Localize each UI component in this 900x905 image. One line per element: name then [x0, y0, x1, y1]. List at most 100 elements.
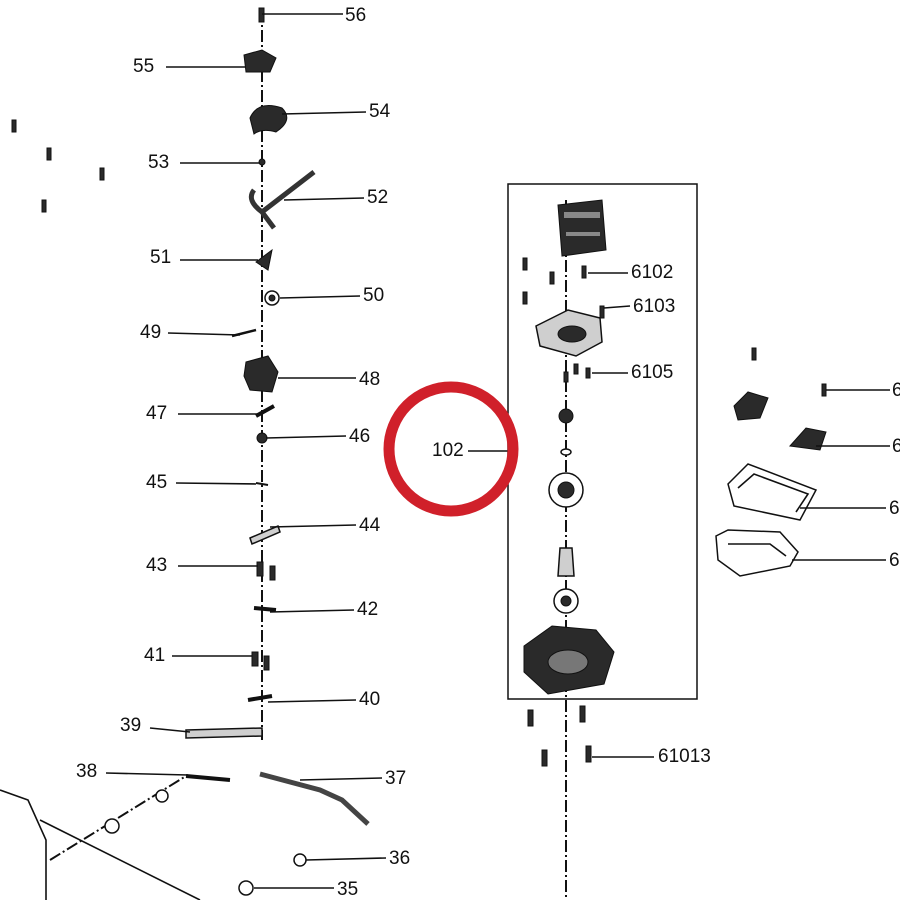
leader-44 — [269, 524, 357, 528]
label-right-1: 6 — [892, 380, 900, 401]
part-bearing-1 — [558, 408, 574, 424]
right-leader-lines — [792, 389, 890, 561]
box-leader-lines — [468, 272, 654, 758]
part-motor — [557, 199, 607, 257]
part-screw-6105-b — [585, 367, 591, 379]
part-screw-41a — [251, 651, 259, 667]
label-44: 44 — [359, 515, 381, 536]
label-40: 40 — [359, 689, 380, 710]
part-screw-6102 — [581, 265, 587, 279]
right-edge-labels: 6 6 6 6 — [889, 380, 900, 571]
label-36: 36 — [389, 848, 410, 869]
part-rod-52 — [248, 170, 316, 230]
part-tray-inner — [737, 473, 810, 513]
label-42: 42 — [357, 599, 378, 620]
part-screw-below-1 — [527, 709, 534, 727]
label-6102: 6102 — [631, 262, 673, 283]
label-47: 47 — [146, 403, 167, 424]
label-right-4: 6 — [889, 550, 900, 571]
part-guard — [715, 529, 799, 577]
label-37: 37 — [385, 768, 406, 789]
part-washer-lower-1 — [104, 818, 120, 834]
part-ball-46 — [256, 432, 268, 444]
part-bracket-55 — [243, 49, 277, 73]
part-rod-39 — [185, 727, 263, 739]
part-washer-lower-2 — [155, 789, 169, 803]
label-41: 41 — [144, 645, 165, 666]
leader-38 — [105, 772, 189, 776]
label-54: 54 — [369, 101, 391, 122]
part-screw-below-2 — [579, 705, 586, 723]
part-screw-right-1 — [751, 347, 757, 361]
part-motor-band — [564, 212, 600, 218]
part-ring — [560, 448, 572, 456]
part-clip-54 — [249, 105, 288, 135]
label-35: 35 — [337, 879, 358, 900]
label-49: 49 — [140, 322, 161, 343]
part-screw-stray-1 — [11, 119, 17, 133]
label-52: 52 — [367, 187, 388, 208]
leader-37 — [299, 777, 383, 781]
highlight-circle — [383, 381, 519, 517]
motor-assembly-box — [507, 183, 698, 900]
box-part-labels: 102 6102 6103 6105 61013 — [432, 262, 711, 767]
part-pin-47 — [255, 404, 275, 418]
part-clip-right-2 — [789, 427, 827, 451]
part-motor-band-2 — [566, 232, 600, 236]
label-56: 56 — [345, 5, 366, 26]
frame-edge-lower-left — [0, 789, 47, 900]
label-39: 39 — [120, 715, 141, 736]
frame-edge-lower-left-2 — [39, 819, 201, 901]
leader-46 — [265, 435, 347, 439]
label-38: 38 — [76, 761, 97, 782]
part-screw-stray-3 — [99, 167, 105, 181]
part-housing-48 — [243, 355, 279, 393]
part-screw-box-3 — [522, 291, 528, 305]
part-clip-51 — [255, 248, 273, 271]
label-53: 53 — [148, 152, 169, 173]
part-pin-45 — [255, 482, 269, 486]
lower-left-axis — [49, 775, 187, 861]
part-screw-6103 — [599, 305, 605, 319]
lower-screws — [527, 705, 592, 767]
part-upper-housing-bore — [557, 325, 587, 343]
leader-52 — [283, 197, 365, 201]
label-right-2: 6 — [892, 436, 900, 457]
part-washer-36 — [293, 853, 307, 867]
part-screw-43b — [269, 565, 276, 581]
part-screw-right-2 — [821, 383, 827, 397]
label-48: 48 — [359, 369, 380, 390]
left-assembly — [0, 7, 370, 901]
left-leader-lines — [105, 13, 387, 889]
part-pin-42 — [253, 606, 277, 612]
label-right-3: 6 — [889, 498, 900, 519]
label-6105: 6105 — [631, 362, 673, 383]
leader-49 — [167, 332, 241, 336]
label-43: 43 — [146, 555, 167, 576]
leader-40 — [267, 699, 357, 703]
part-guard-inner — [728, 543, 787, 557]
part-screw-box-1 — [522, 257, 528, 271]
label-102: 102 — [432, 440, 464, 461]
part-rod-37 — [259, 771, 370, 826]
label-45: 45 — [146, 472, 167, 493]
part-clip-right-1 — [733, 391, 769, 421]
part-gear-hub — [557, 481, 575, 499]
part-spring-38 — [185, 774, 231, 782]
part-screw-stray-2 — [46, 147, 52, 161]
part-screw-41b — [263, 655, 270, 671]
leader-42 — [269, 609, 355, 613]
part-screw-6105-a — [573, 363, 579, 375]
part-pinion-shaft — [557, 547, 575, 577]
part-screw-6105-c — [563, 371, 569, 383]
part-screw-56 — [258, 7, 265, 23]
label-6103: 6103 — [633, 296, 675, 317]
leader-39 — [149, 727, 191, 733]
part-lower-housing-bore — [547, 649, 589, 675]
left-part-labels: 56 55 54 53 52 51 50 49 48 47 46 45 44 4… — [76, 5, 410, 900]
label-50: 50 — [363, 285, 384, 306]
label-55: 55 — [133, 56, 154, 77]
leader-45 — [175, 482, 257, 485]
